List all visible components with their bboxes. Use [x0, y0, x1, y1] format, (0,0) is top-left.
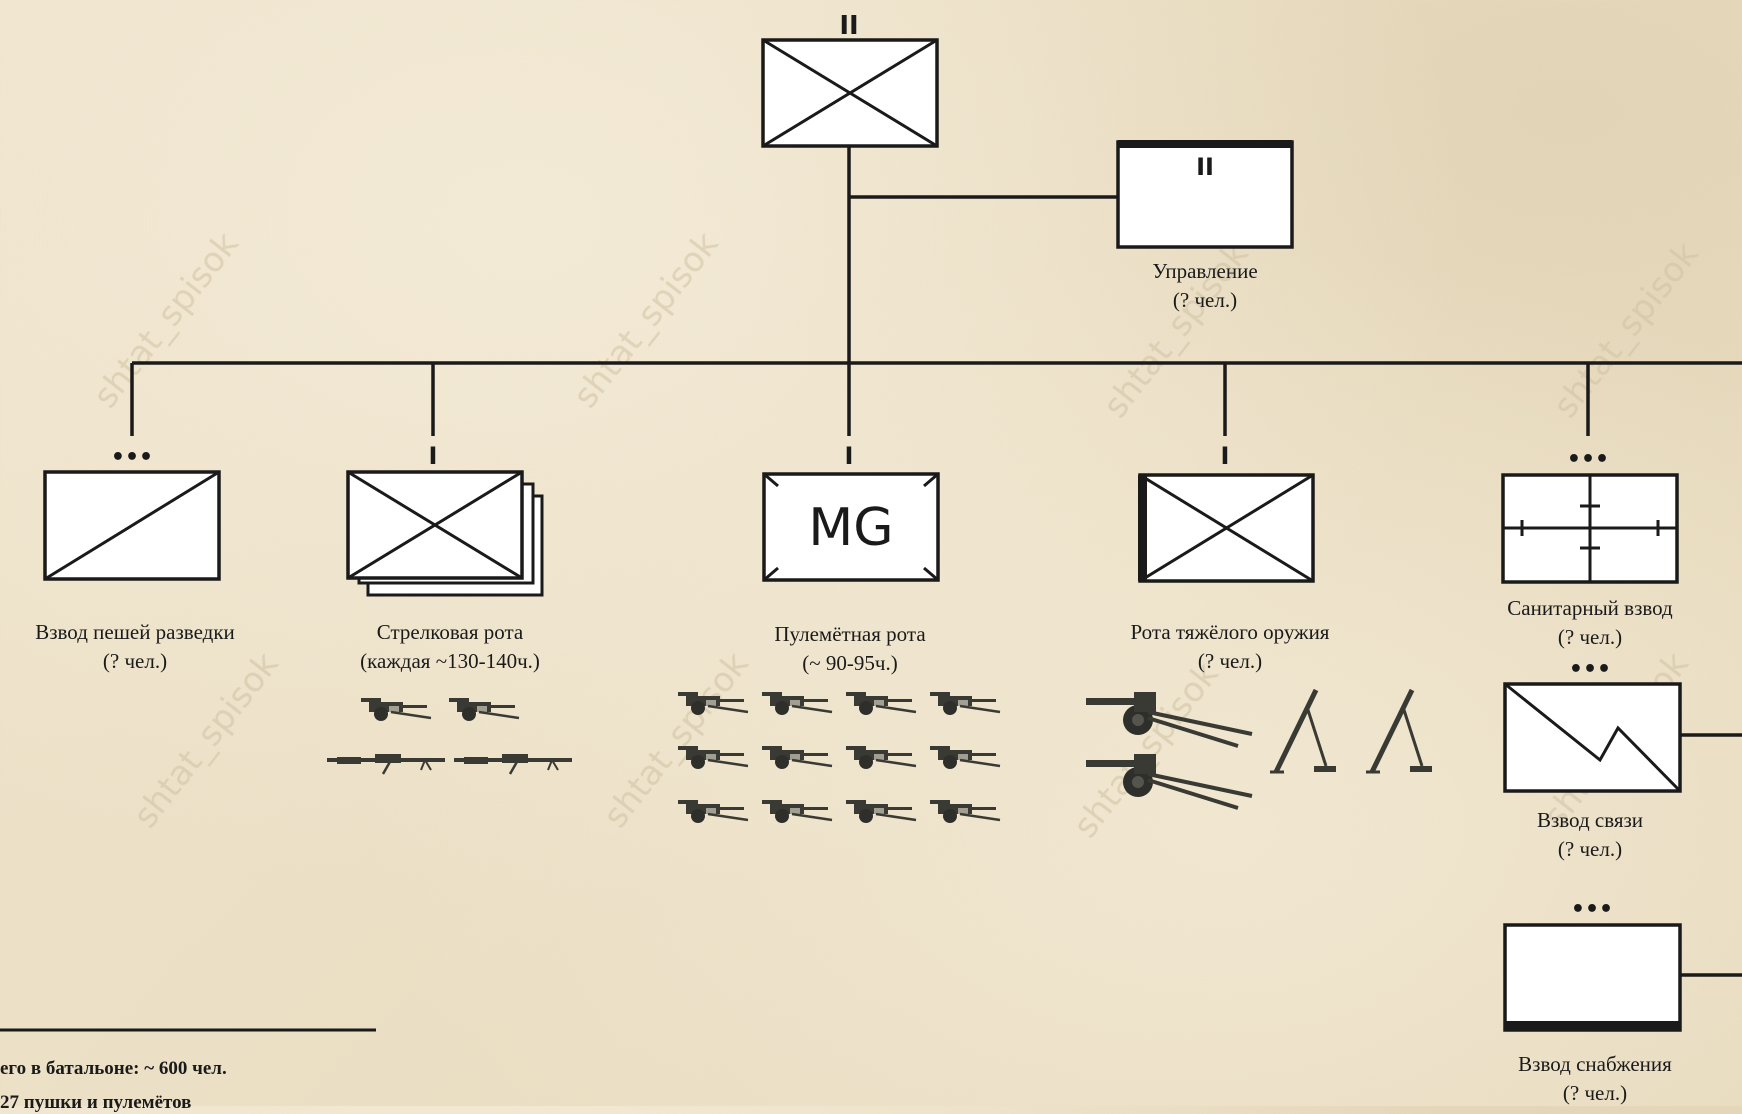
watermark: shtat_spisok	[1066, 655, 1227, 846]
hmg-icon	[447, 696, 521, 723]
mg-symbol-text: MG	[808, 498, 893, 558]
hmg-icon	[760, 690, 834, 717]
medical-echelon: •••	[1567, 447, 1609, 472]
supply-echelon: •••	[1571, 897, 1613, 922]
rifle-name: Стрелковая рота	[376, 620, 524, 644]
rifle-weapons	[325, 696, 574, 776]
watermark: shtat_spisok	[1546, 235, 1707, 426]
medical-platoon-symbol: •••	[1501, 447, 1679, 584]
management-echelon: II	[1196, 153, 1214, 181]
mg-count: (~ 90-95ч.)	[802, 651, 898, 675]
hmg-icon	[844, 690, 918, 717]
management-symbol: II	[1116, 140, 1294, 249]
signal-label: Взвод связи (? чел.)	[1490, 806, 1690, 864]
lmg-icon	[452, 752, 574, 776]
medical-label: Санитарный взвод (? чел.)	[1480, 594, 1700, 652]
rifle-label: Стрелковая рота (каждая ~130-140ч.)	[320, 618, 580, 676]
heavy-count: (? чел.)	[1197, 649, 1263, 673]
hmg-icon	[928, 798, 1002, 825]
mg-label: Пулемётная рота (~ 90-95ч.)	[720, 620, 980, 678]
lmg-icon	[325, 752, 447, 776]
signal-name: Взвод связи	[1536, 808, 1644, 832]
recon-label: Взвод пешей разведки (? чел.)	[0, 618, 270, 676]
rifle-company-symbol: I	[346, 442, 544, 597]
hmg-icon	[760, 744, 834, 771]
supply-name: Взвод снабжения	[1518, 1052, 1672, 1076]
watermark: shtat_spisok	[86, 225, 247, 416]
recon-name: Взвод пешей разведки	[35, 620, 235, 644]
battalion-total: его в батальоне: ~ 600 чел.	[0, 1058, 227, 1079]
supply-count: (? чел.)	[1562, 1081, 1628, 1105]
hmg-icon	[676, 798, 750, 825]
mortar-icon	[1270, 690, 1336, 772]
signal-echelon: •••	[1569, 657, 1611, 682]
heavy-label: Рота тяжёлого оружия (? чел.)	[1080, 618, 1380, 676]
hmg-icon	[928, 744, 1002, 771]
medical-count: (? чел.)	[1557, 625, 1623, 649]
hq-battalion-symbol: II	[761, 11, 939, 148]
rifle-count: (каждая ~130-140ч.)	[360, 649, 540, 673]
recon-platoon-symbol: •••	[43, 445, 221, 581]
management-count: (? чел.)	[1172, 288, 1238, 312]
hmg-icon	[844, 798, 918, 825]
watermark: shtat_spisok	[566, 225, 727, 416]
battalion-weapons-total: 27 пушки и пулемётов	[0, 1092, 192, 1113]
signal-count: (? чел.)	[1557, 837, 1623, 861]
heavy-weapons-company-symbol: I	[1138, 442, 1315, 583]
mg-name: Пулемётная рота	[774, 622, 926, 646]
hmg-icon	[760, 798, 834, 825]
hmg-icon	[928, 690, 1002, 717]
hmg-icon	[844, 744, 918, 771]
hq-echelon: II	[839, 11, 858, 41]
recon-echelon: •••	[111, 445, 153, 470]
management-label: Управление (? чел.)	[1120, 257, 1290, 315]
mg-weapons	[676, 690, 1002, 825]
supply-label: Взвод снабжения (? чел.)	[1490, 1050, 1700, 1108]
signal-platoon-symbol: •••	[1503, 657, 1682, 793]
management-name: Управление	[1152, 259, 1258, 283]
supply-platoon-symbol: •••	[1503, 897, 1682, 1032]
medical-name: Санитарный взвод	[1507, 596, 1673, 620]
hmg-icon	[676, 744, 750, 771]
hmg-icon	[359, 696, 433, 723]
mg-company-symbol: I MG	[762, 442, 940, 582]
connectors	[0, 146, 1742, 1032]
mortar-icon	[1366, 690, 1432, 772]
recon-count: (? чел.)	[102, 649, 168, 673]
heavy-echelon: I	[1221, 442, 1230, 470]
mg-echelon: I	[845, 442, 854, 470]
heavy-name: Рота тяжёлого оружия	[1130, 620, 1330, 644]
rifle-echelon: I	[429, 442, 438, 470]
